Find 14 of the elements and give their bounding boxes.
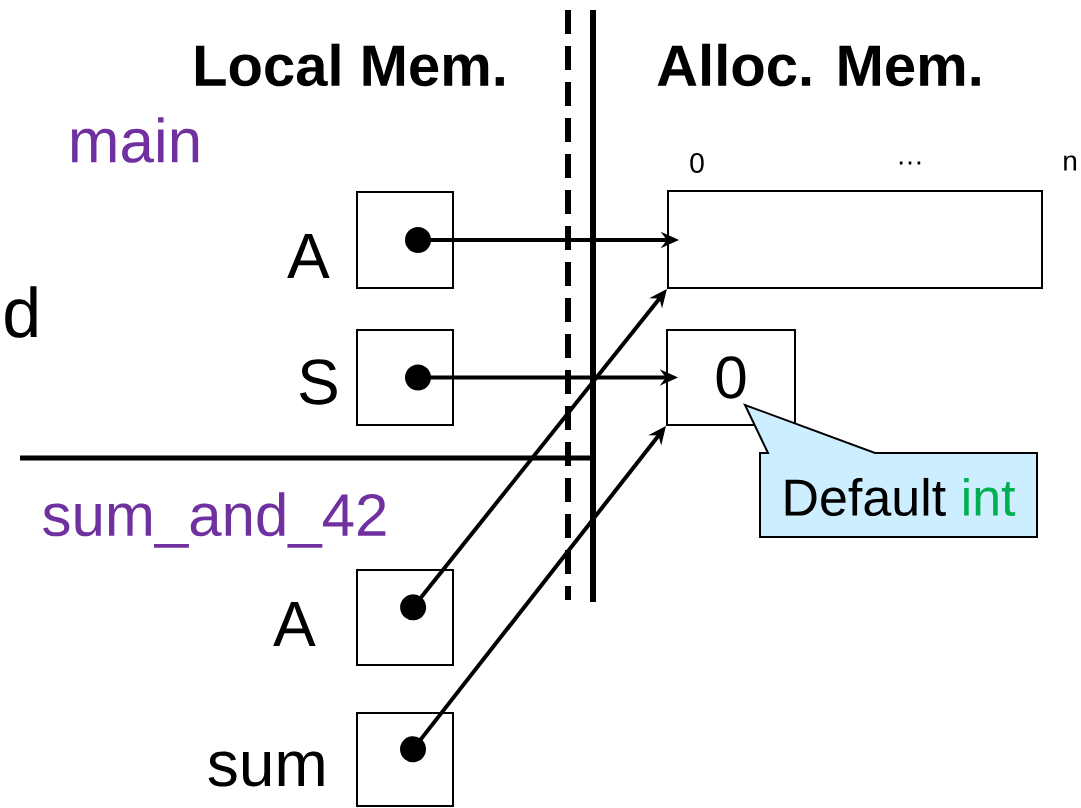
function-name: main (71, 117, 199, 163)
label: d (5, 286, 37, 338)
function-name: sum_and_42 (43, 492, 386, 548)
section-heading: Alloc. Mem. (657, 43, 980, 87)
variable-name: sum (208, 751, 324, 787)
variable-name: A (273, 602, 316, 647)
index-label: n (1064, 155, 1077, 171)
index-label: 0 (690, 153, 704, 173)
memory-cell: 0 (666, 329, 796, 426)
callout: Default int (743, 403, 1038, 538)
index-label: … (899, 161, 921, 165)
variable-name: A (287, 234, 330, 278)
variable-name: S (299, 359, 337, 405)
section-heading: Local Mem. (195, 43, 504, 87)
